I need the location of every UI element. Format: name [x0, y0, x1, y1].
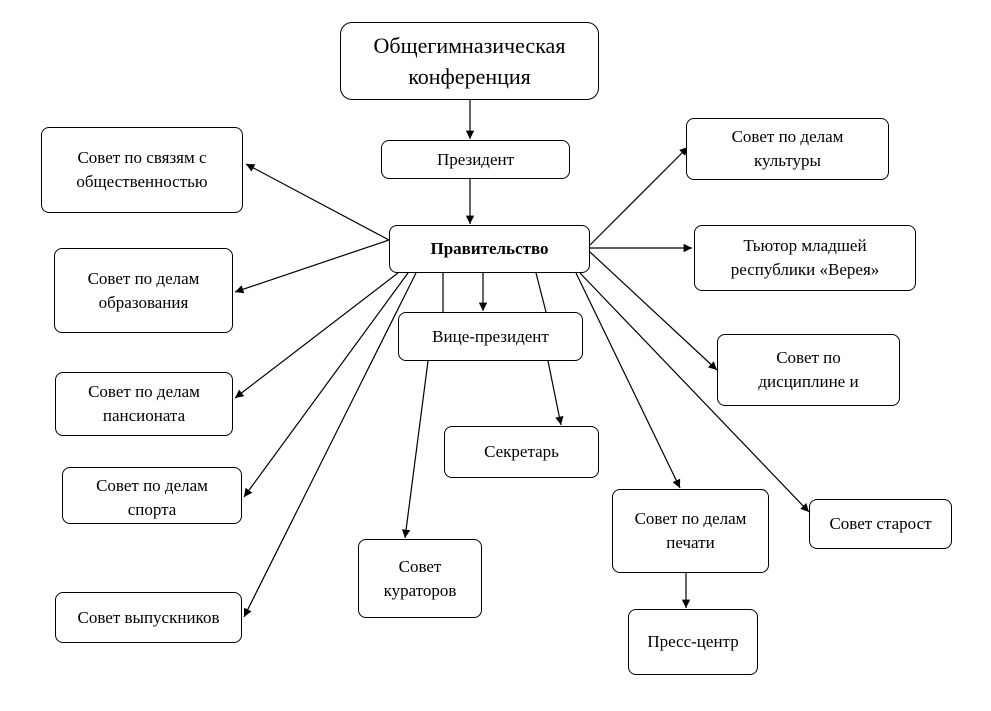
node-president: Президент — [381, 140, 570, 179]
node-press: Совет по делам печати — [612, 489, 769, 573]
edge-government-to-press — [575, 272, 681, 489]
node-curators: Совет кураторов — [358, 539, 482, 618]
node-sport: Совет по делам спорта — [62, 467, 242, 524]
edge-government-to-discipline — [589, 251, 718, 371]
node-boarding: Совет по делам пансионата — [55, 372, 233, 436]
edge-government-to-public — [245, 163, 390, 241]
edge-government-to-education — [234, 239, 390, 294]
node-elders: Совет старост — [809, 499, 952, 549]
node-alumni: Совет выпускников — [55, 592, 242, 643]
edge-vice-to-secretary — [547, 360, 564, 426]
edge-government-to-alumni — [243, 272, 417, 618]
edge-government-to-sport — [243, 272, 409, 498]
node-culture: Совет по делам культуры — [686, 118, 889, 180]
node-vice-president: Вице-президент — [398, 312, 583, 361]
node-government: Правительство — [389, 225, 590, 273]
node-education: Совет по делам образования — [54, 248, 233, 333]
edge-government-to-elders — [579, 272, 810, 513]
node-conference: Общегимназическая конференция — [340, 22, 599, 100]
node-public-relations: Совет по связям с общественностью — [41, 127, 243, 213]
edge-government-to-secretary-1 — [535, 272, 547, 313]
node-secretary: Секретарь — [444, 426, 599, 478]
edge-government-to-culture — [589, 146, 689, 246]
edge-vice-to-curators — [401, 360, 429, 539]
node-discipline: Совет по дисциплине и — [717, 334, 900, 406]
node-press-center: Пресс-центр — [628, 609, 758, 675]
node-tutor: Тьютор младшей республики «Верея» — [694, 225, 916, 291]
edge-government-to-boarding — [234, 272, 399, 399]
